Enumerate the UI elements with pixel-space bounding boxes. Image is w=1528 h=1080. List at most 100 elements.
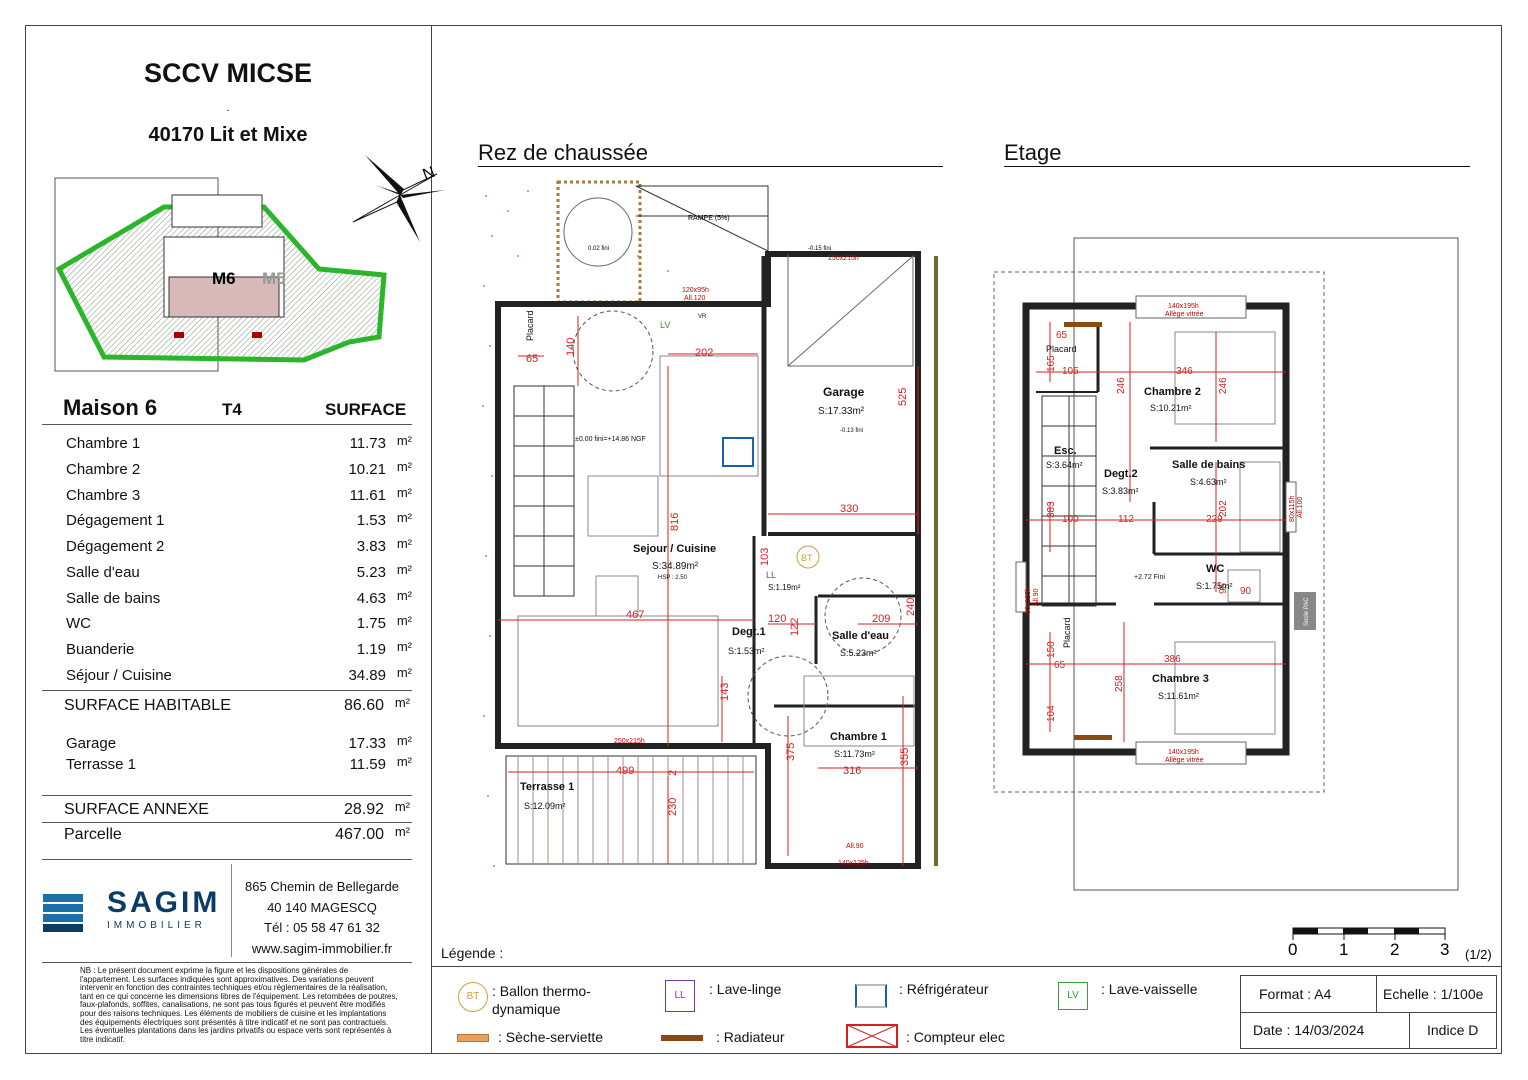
room-name: Chambre 3 bbox=[1152, 673, 1209, 685]
room-name: Chambre 3 bbox=[66, 487, 141, 504]
room-unit: m² bbox=[396, 433, 412, 448]
dim-label: 230 bbox=[667, 798, 679, 816]
dim-label: 65 bbox=[526, 353, 538, 365]
scale-tick-label: 0 bbox=[1288, 940, 1297, 959]
room-unit: m² bbox=[396, 665, 412, 680]
towel-warmer-icon bbox=[457, 1034, 489, 1042]
legend-label: : Lave-vaisselle bbox=[1101, 981, 1198, 997]
dim-label: 112 bbox=[1118, 514, 1134, 525]
site-label-m5: M5 bbox=[262, 269, 286, 288]
annex-row: Garage 17.33 m² bbox=[66, 733, 412, 755]
room-surface: 11.61 bbox=[349, 487, 386, 504]
room-unit: m² bbox=[396, 459, 412, 474]
scale-tick-label: 1 bbox=[1339, 940, 1348, 959]
legend-label: : Radiateur bbox=[716, 1029, 785, 1045]
window-label: 140x195h bbox=[1168, 303, 1199, 310]
rdc-title-rule bbox=[478, 166, 943, 167]
dim-label: 143 bbox=[719, 683, 731, 701]
room-name: Chambre 1 bbox=[66, 435, 141, 452]
etage-title: Etage bbox=[1004, 140, 1062, 165]
logo-text: SAGIM bbox=[107, 886, 221, 919]
dim-label: 100 bbox=[1062, 514, 1079, 525]
lave-vaisselle-icon: LV bbox=[1058, 982, 1088, 1010]
fridge-icon bbox=[855, 984, 887, 1008]
window-label: 80x115h bbox=[1289, 496, 1296, 522]
etage-floor-plan: Socle PAC 65 165 105 246 346 246 202 229… bbox=[993, 237, 1459, 891]
room-surface: 10.21 bbox=[348, 461, 386, 478]
dim-label: 120 bbox=[768, 613, 786, 625]
window-label: 140x125h bbox=[838, 860, 869, 867]
legend-label: : Ballon thermo- dynamique bbox=[492, 983, 591, 1017]
room-unit: m² bbox=[396, 588, 412, 603]
agency-address1: 865 Chemin de Bellegarde bbox=[245, 879, 399, 894]
dim-label: 202 bbox=[1218, 500, 1229, 517]
radiator-icon bbox=[661, 1035, 703, 1041]
room-name: Garage bbox=[823, 385, 865, 399]
dim-label: 816 bbox=[669, 513, 681, 531]
agency-logo: SAGIM IMMOBILIER bbox=[25, 864, 232, 957]
room-area: S:5.23m² bbox=[840, 648, 877, 658]
room-area: S:11.73m² bbox=[834, 749, 875, 759]
window-label: Allège vitrée bbox=[1165, 311, 1204, 318]
etage-stairs bbox=[1041, 395, 1097, 607]
annex-row: Terrasse 1 11.59 m² bbox=[66, 754, 412, 776]
agency-contact: 865 Chemin de Bellegarde 40 140 MAGESCQ … bbox=[232, 877, 412, 959]
room-area: S:10.21m² bbox=[1150, 403, 1192, 413]
dim-label: 165 bbox=[1046, 355, 1057, 372]
room-unit: m² bbox=[396, 536, 412, 551]
fini-label: +2.72 Fini bbox=[1134, 574, 1165, 581]
annex-name: Terrasse 1 bbox=[66, 756, 137, 773]
dim-label: 386 bbox=[1164, 654, 1181, 665]
stairs bbox=[513, 385, 575, 597]
dim-label: 65 bbox=[1054, 660, 1066, 671]
surface-annexe-value: 28.92 bbox=[343, 801, 384, 818]
room-name: Degt.2 bbox=[1104, 468, 1138, 480]
surface-habitable-label: SURFACE HABITABLE bbox=[64, 697, 231, 714]
page-number: (1/2) bbox=[1465, 947, 1492, 962]
room-surface: 1.19 bbox=[356, 641, 386, 658]
surface-habitable-value: 86.60 bbox=[343, 697, 384, 714]
surface-annexe-unit: m² bbox=[394, 799, 410, 814]
room-area: S:1.75m² bbox=[1196, 581, 1233, 591]
placard-label: Placard bbox=[525, 310, 535, 341]
window-label: 250x215h bbox=[828, 255, 859, 262]
room-name: Terrasse 1 bbox=[520, 781, 574, 793]
left-panel-divider bbox=[431, 25, 432, 1054]
room-name: Degt.1 bbox=[732, 626, 766, 638]
room-name: Salle de bains bbox=[1172, 459, 1245, 471]
agency-website[interactable]: www.sagim-immobilier.fr bbox=[251, 940, 393, 956]
dim-label: 122 bbox=[789, 618, 801, 636]
header-dot: . bbox=[226, 100, 230, 114]
legend-label: : Lave-linge bbox=[709, 981, 782, 997]
room-name: Dégagement 2 bbox=[66, 538, 165, 555]
room-area: S:1.19m² bbox=[768, 583, 801, 592]
rdc-floor-plan: 0.02 fini RAMPE (5%) -0.15 fini bbox=[482, 180, 938, 869]
vr-label: VR bbox=[698, 314, 707, 320]
room-name: Buanderie bbox=[66, 641, 135, 658]
dim-label: 103 bbox=[759, 548, 771, 566]
room-area: S:17.33m² bbox=[818, 406, 865, 417]
north-label: N bbox=[421, 164, 438, 184]
scale-label: Echelle : 1/100e bbox=[1383, 986, 1484, 1002]
annex-value: 11.59 bbox=[349, 756, 386, 773]
rdc-title: Rez de chaussée bbox=[478, 140, 648, 165]
room-surface: 5.23 bbox=[356, 564, 386, 581]
bt-symbol: BT bbox=[801, 553, 813, 563]
room-unit: m² bbox=[396, 485, 412, 500]
placard-label: Placard bbox=[1046, 344, 1077, 354]
legend-label: : Compteur elec bbox=[906, 1029, 1005, 1045]
dim-label: 140 bbox=[565, 338, 577, 356]
dim-label: 525 bbox=[897, 388, 909, 406]
window-label: 80x125h bbox=[1025, 587, 1032, 614]
annex-value: 17.33 bbox=[348, 735, 386, 752]
agency-phone: Tél : 05 58 47 61 32 bbox=[264, 920, 380, 935]
garden-dots bbox=[482, 190, 669, 867]
surface-annexe-row: SURFACE ANNEXE 28.92 m² bbox=[64, 799, 410, 821]
etage-dimension-lines bbox=[1026, 322, 1286, 742]
room-name: Salle d'eau bbox=[832, 630, 889, 642]
room-name: Sejour / Cuisine bbox=[633, 543, 716, 555]
